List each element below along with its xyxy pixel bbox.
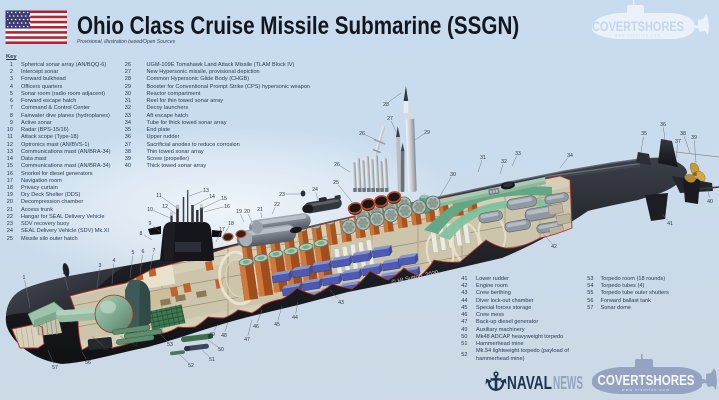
svg-text:26: 26 xyxy=(334,162,340,168)
svg-text:51: 51 xyxy=(209,357,215,363)
svg-text:54: 54 xyxy=(132,343,138,349)
svg-text:18: 18 xyxy=(228,221,234,227)
svg-text:7: 7 xyxy=(153,248,156,254)
svg-text:37: 37 xyxy=(675,139,681,145)
svg-text:20: 20 xyxy=(244,209,250,215)
svg-text:COVERTSHORES: COVERTSHORES xyxy=(592,19,684,34)
svg-text:13: 13 xyxy=(203,188,209,194)
svg-text:35: 35 xyxy=(641,131,647,137)
svg-text:11: 11 xyxy=(156,193,161,199)
svg-text:43: 43 xyxy=(338,300,344,306)
svg-text:30: 30 xyxy=(450,172,456,178)
svg-text:1: 1 xyxy=(23,275,26,281)
svg-text:21: 21 xyxy=(257,207,263,213)
svg-text:50: 50 xyxy=(218,347,224,353)
svg-text:45: 45 xyxy=(274,322,280,328)
svg-text:19: 19 xyxy=(236,209,242,215)
svg-text:57: 57 xyxy=(52,365,58,371)
svg-text:23: 23 xyxy=(279,192,285,198)
svg-text:4: 4 xyxy=(113,258,116,264)
svg-text:6: 6 xyxy=(142,249,145,255)
svg-text:46: 46 xyxy=(253,324,259,330)
svg-text:36: 36 xyxy=(660,122,666,128)
svg-text:42: 42 xyxy=(551,244,557,250)
svg-text:38: 38 xyxy=(680,131,686,137)
svg-text:12: 12 xyxy=(162,204,168,210)
svg-text:48: 48 xyxy=(221,333,227,339)
svg-text:5: 5 xyxy=(132,250,135,256)
svg-text:26: 26 xyxy=(359,131,365,137)
svg-text:44: 44 xyxy=(292,315,298,321)
svg-text:39: 39 xyxy=(691,135,697,141)
svg-text:www.hisutton.com: www.hisutton.com xyxy=(615,34,662,38)
svg-text:17: 17 xyxy=(219,227,225,233)
svg-text:www.hisutton.com: www.hisutton.com xyxy=(622,388,670,392)
svg-text:49: 49 xyxy=(209,332,215,338)
svg-text:22: 22 xyxy=(274,202,280,208)
svg-text:53: 53 xyxy=(167,342,173,348)
svg-text:40: 40 xyxy=(707,199,713,205)
svg-text:COVERTSHORES: COVERTSHORES xyxy=(598,373,695,389)
svg-text:55: 55 xyxy=(103,346,109,352)
svg-text:32: 32 xyxy=(501,159,507,165)
svg-text:52: 52 xyxy=(188,363,194,369)
svg-text:27: 27 xyxy=(387,116,393,122)
svg-text:41: 41 xyxy=(667,221,673,227)
svg-text:56: 56 xyxy=(85,360,91,366)
svg-text:25: 25 xyxy=(333,180,339,186)
svg-text:34: 34 xyxy=(567,153,573,159)
svg-text:NEWS: NEWS xyxy=(553,372,583,393)
svg-text:2: 2 xyxy=(63,270,66,276)
svg-text:10: 10 xyxy=(147,207,153,213)
svg-text:15: 15 xyxy=(221,196,227,202)
svg-text:33: 33 xyxy=(515,151,521,157)
svg-text:28: 28 xyxy=(383,102,389,108)
svg-text:NAVAL: NAVAL xyxy=(507,372,552,393)
svg-text:3: 3 xyxy=(99,263,102,269)
svg-text:47: 47 xyxy=(244,337,250,343)
svg-text:16: 16 xyxy=(224,204,230,210)
svg-text:31: 31 xyxy=(480,155,486,161)
svg-text:24: 24 xyxy=(312,187,318,193)
svg-text:29: 29 xyxy=(424,130,430,136)
svg-text:8: 8 xyxy=(140,231,143,237)
svg-text:9: 9 xyxy=(149,221,152,227)
svg-text:14: 14 xyxy=(209,194,215,200)
